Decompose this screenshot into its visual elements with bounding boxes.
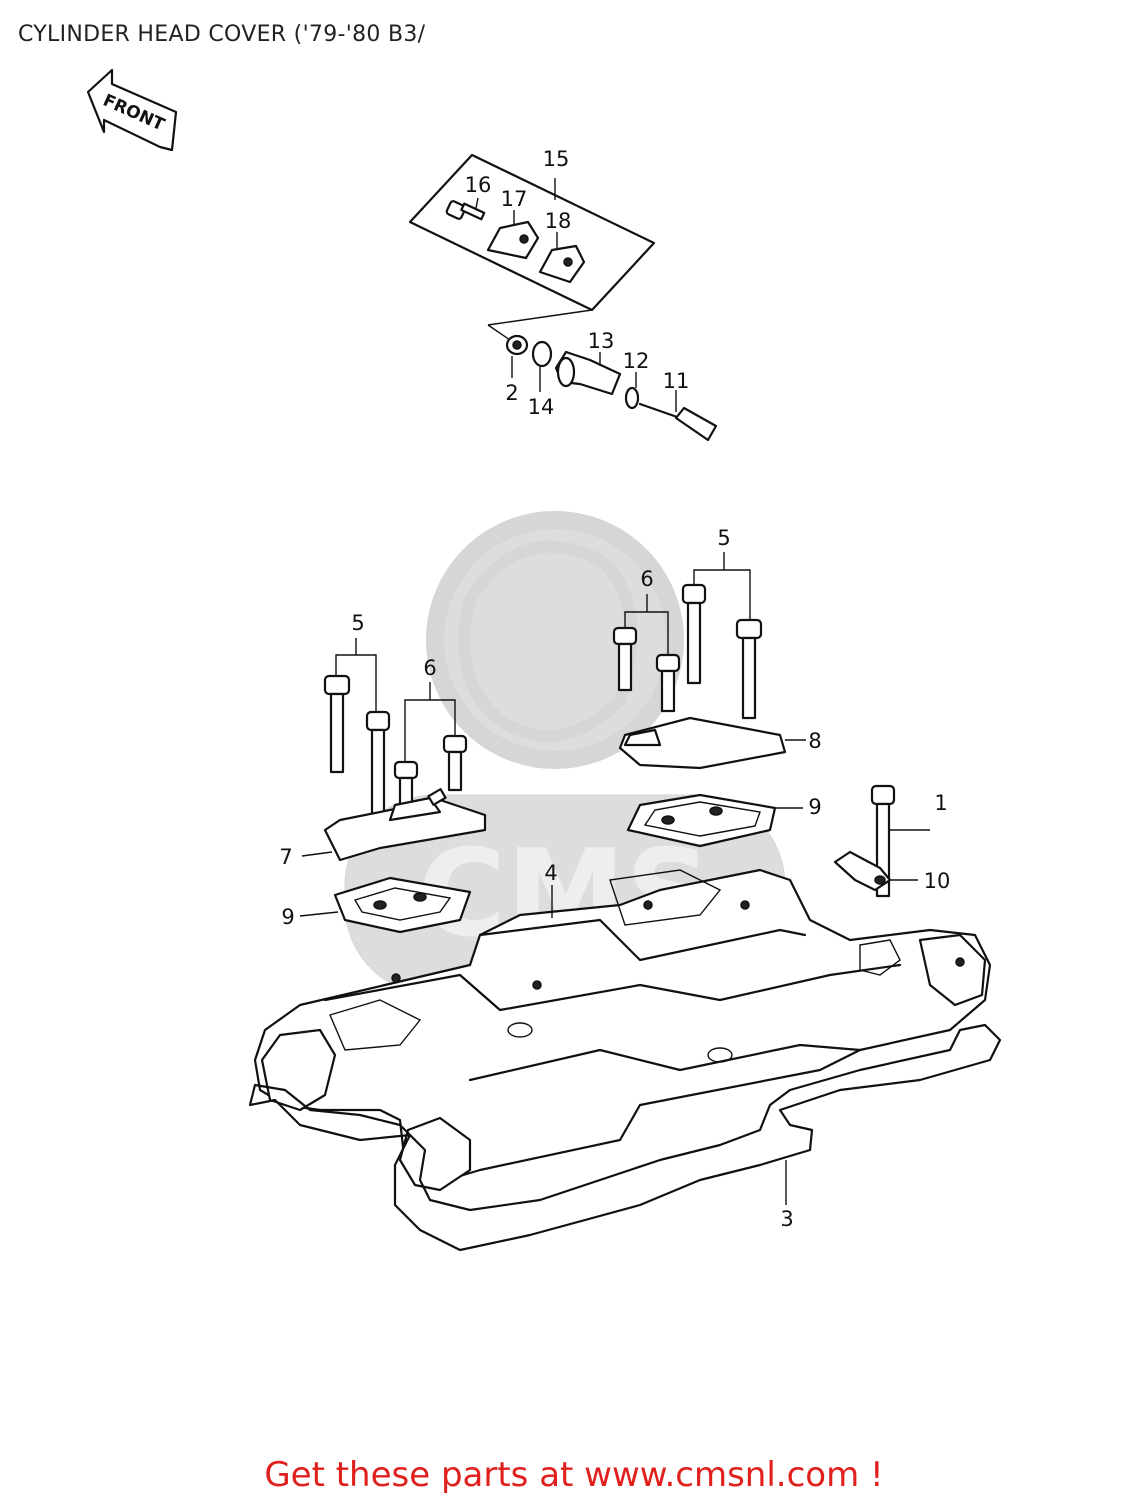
callout-9-right: 9 xyxy=(808,795,821,819)
callout-15: 15 xyxy=(543,147,570,171)
clamp-10 xyxy=(833,850,918,892)
bolts-right xyxy=(612,552,763,720)
page-title: CYLINDER HEAD COVER ('79-'80 B3/ xyxy=(18,22,426,47)
seal-2 xyxy=(505,334,529,378)
front-arrow-icon: FRONT xyxy=(86,68,178,152)
o-ring-12 xyxy=(624,372,640,410)
callout-16: 16 xyxy=(465,173,492,197)
callout-7: 7 xyxy=(279,845,292,869)
shaft-11 xyxy=(638,390,718,442)
callout-8: 8 xyxy=(808,729,821,753)
callout-6-right: 6 xyxy=(640,567,653,591)
cap-8 xyxy=(618,716,806,770)
callout-9-left: 9 xyxy=(281,905,294,929)
footer-link[interactable]: Get these parts at www.cmsnl.com ! xyxy=(264,1455,884,1495)
gasket-3 xyxy=(248,1023,1002,1252)
callout-11: 11 xyxy=(663,369,690,393)
callout-2: 2 xyxy=(505,381,518,405)
callout-17: 17 xyxy=(501,187,528,211)
gasket-9-right xyxy=(626,793,803,848)
callout-12: 12 xyxy=(623,349,650,373)
callout-5-right: 5 xyxy=(717,526,730,550)
callout-10: 10 xyxy=(924,869,951,893)
callout-4: 4 xyxy=(544,861,557,885)
cylinder-head-cover-4 xyxy=(253,868,992,1192)
callout-5-left: 5 xyxy=(351,611,364,635)
callout-labels: 15 16 17 18 13 12 11 2 14 5 6 5 6 8 1 9 … xyxy=(279,147,950,1231)
gasket-9-left xyxy=(299,876,472,934)
callout-14: 14 xyxy=(528,395,555,419)
callout-1: 1 xyxy=(934,791,947,815)
callout-13: 13 xyxy=(588,329,615,353)
cap-7 xyxy=(301,788,487,862)
breather-kit-box xyxy=(408,153,656,341)
o-ring-14 xyxy=(531,340,553,392)
bolts-left xyxy=(323,638,468,836)
screw-16 xyxy=(445,197,486,221)
callout-6-left: 6 xyxy=(423,656,436,680)
callout-18: 18 xyxy=(545,209,572,233)
callout-3: 3 xyxy=(780,1207,793,1231)
fitting-13 xyxy=(554,350,622,396)
plate-18 xyxy=(538,232,586,284)
plate-17 xyxy=(486,210,540,260)
